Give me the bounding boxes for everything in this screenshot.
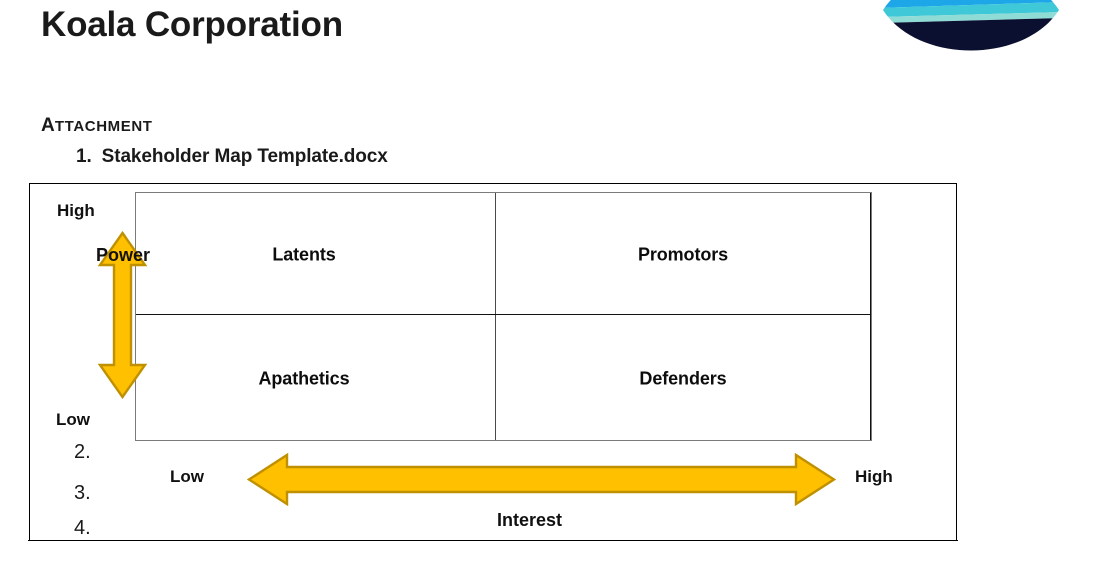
page-title: Koala Corporation [41, 5, 343, 44]
attachment-heading: ATTACHMENT [41, 115, 153, 137]
diagram-frame [29, 183, 957, 541]
interest-axis-double-arrow-icon [246, 452, 837, 507]
attachment-item-3-number: 3. [74, 482, 91, 504]
quadrant-label-defenders: Defenders [639, 368, 727, 389]
axis-y-low-label: Low [56, 410, 90, 429]
axis-x-title: Interest [497, 510, 563, 530]
attachment-item-3: 3. [74, 482, 91, 505]
axis-x-high-label: High [855, 467, 893, 486]
bottom-rule-left [28, 540, 453, 541]
quadrant-label-promotors: Promotors [637, 244, 729, 265]
bottom-rule-right [614, 540, 958, 541]
attachment-item-4: 4. [74, 517, 91, 540]
matrix-inner-right-edge [870, 193, 871, 440]
axis-y-title: Power [96, 245, 151, 265]
attachment-item-1-label: Stakeholder Map Template.docx [101, 146, 388, 167]
axis-x-low-label: Low [170, 467, 204, 486]
quadrant-label-latents: Latents [272, 244, 336, 265]
attachment-item-4-number: 4. [74, 517, 91, 539]
matrix-horizontal-divider [136, 314, 871, 315]
matrix-vertical-divider [495, 193, 496, 440]
koala-lens-logo [878, 0, 1064, 58]
attachment-heading-cap: A [41, 115, 55, 136]
attachment-item-2: 2. [74, 441, 91, 464]
attachment-item-1: 1. Stakeholder Map Template.docx [76, 146, 388, 168]
quadrant-label-apathetics: Apathetics [258, 368, 350, 389]
stakeholder-matrix-grid [135, 192, 872, 441]
power-axis-double-arrow-icon [97, 230, 148, 400]
attachment-item-1-number: 1. [76, 146, 92, 167]
attachment-heading-rest: TTACHMENT [54, 118, 153, 135]
axis-y-high-label: High [57, 201, 95, 220]
attachment-item-2-number: 2. [74, 441, 91, 463]
